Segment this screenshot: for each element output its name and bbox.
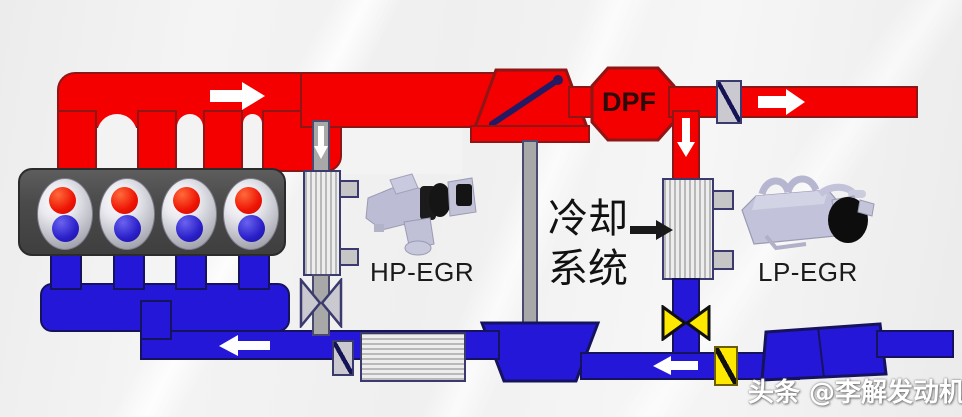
cylinder-1-exhaust-valve-icon xyxy=(52,215,79,242)
exhaust-runner-2 xyxy=(137,110,177,172)
exhaust-runner-3 xyxy=(203,110,243,172)
lp-egr-component-photo xyxy=(741,175,875,251)
cylinder-4 xyxy=(223,178,279,250)
cylinder-3-intake-valve-icon xyxy=(173,187,200,214)
turbocharger-shaft xyxy=(522,140,538,325)
cooling-system-pointer-arrow-icon xyxy=(630,220,673,240)
cylinder-2-intake-valve-icon xyxy=(111,187,138,214)
cylinder-2 xyxy=(99,178,155,250)
hp-egr-cooler xyxy=(303,170,341,276)
air-inlet-snorkel xyxy=(876,330,954,358)
manifold-arch-2 xyxy=(177,114,203,174)
intake-runner-1 xyxy=(50,252,82,290)
manifold-gap-right xyxy=(342,126,462,174)
hp-egr-cooler-port-bottom xyxy=(339,248,359,266)
intake-throttle-valve[interactable] xyxy=(332,340,354,376)
manifold-arch-1 xyxy=(97,114,137,174)
cylinder-3 xyxy=(161,178,217,250)
cylinder-4-intake-valve-icon xyxy=(235,187,262,214)
tailpipe-flow-arrow-icon xyxy=(758,89,805,115)
lp-egr-butterfly-valve[interactable] xyxy=(661,305,711,341)
air-inlet-throttle-valve[interactable] xyxy=(714,346,738,386)
cylinder-1-intake-valve-icon xyxy=(49,187,76,214)
hp-egr-component-photo xyxy=(365,173,477,256)
intake-flow-arrow-icon xyxy=(219,335,270,356)
dpf-label: DPF xyxy=(602,87,656,117)
fresh-air-flow-arrow-icon xyxy=(653,356,698,375)
intercooler xyxy=(360,332,466,382)
turbocharger-compressor xyxy=(479,321,601,383)
lp-egr-cooler-port-bottom xyxy=(712,250,734,270)
intake-duct-riser xyxy=(140,300,172,340)
hp-egr-label: HP-EGR xyxy=(370,257,475,287)
valve-slash-icon xyxy=(716,348,736,384)
cooling-system-label-line2: 系统 xyxy=(548,246,628,292)
exhaust-throttle-valve[interactable] xyxy=(716,80,742,124)
watermark: 头条 @李解发动机 xyxy=(748,378,962,408)
intake-runner-4 xyxy=(238,252,270,290)
dpf-body xyxy=(590,66,676,142)
air-filter-box xyxy=(760,322,888,382)
valve-slash-icon xyxy=(718,82,740,122)
hp-egr-cooler-port-top xyxy=(339,180,359,198)
hp-egr-butterfly-valve[interactable] xyxy=(299,278,343,328)
manifold-arch-3 xyxy=(243,114,262,174)
hp-egr-down-arrow-icon xyxy=(314,126,328,159)
engine-block xyxy=(18,168,286,256)
cylinder-2-exhaust-valve-icon xyxy=(114,215,141,242)
cylinder-3-exhaust-valve-icon xyxy=(176,215,203,242)
lp-egr-cooler-port-top xyxy=(712,190,734,210)
intake-runner-3 xyxy=(175,252,207,290)
intake-runner-2 xyxy=(113,252,145,290)
lp-egr-down-arrow-icon xyxy=(677,118,695,157)
valve-slash-icon xyxy=(334,342,352,374)
cylinder-4-exhaust-valve-icon xyxy=(238,215,265,242)
exhaust-runner-1 xyxy=(57,110,97,172)
lp-egr-label: LP-EGR xyxy=(758,257,858,287)
exhaust-flow-arrow-icon xyxy=(210,82,265,110)
cylinder-1 xyxy=(37,178,93,250)
cooling-system-label-line1: 冷却 xyxy=(548,196,628,242)
